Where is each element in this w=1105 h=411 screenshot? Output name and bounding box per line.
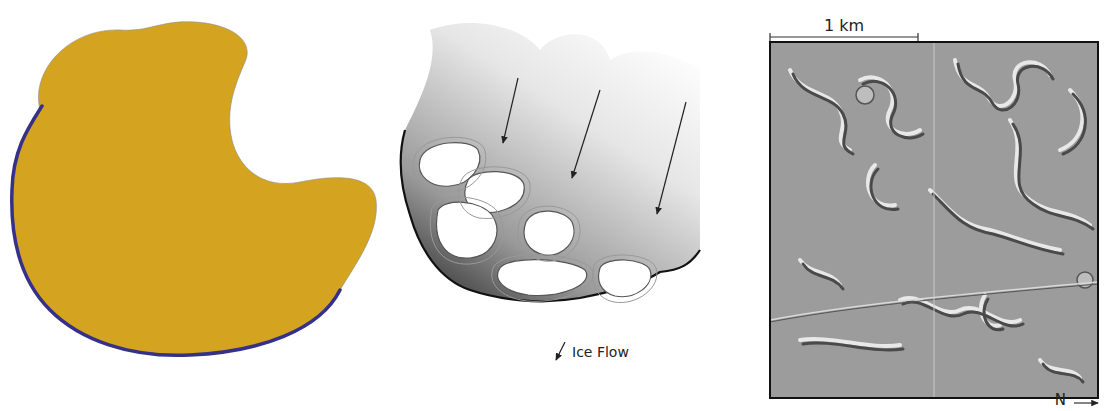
ice-lobe (401, 23, 700, 303)
legend-text: Ice Flow (572, 344, 629, 361)
land-blob (12, 22, 377, 356)
hillshade-map (770, 42, 1098, 398)
north-arrow (1074, 402, 1098, 403)
legend-arrow (556, 342, 565, 360)
scale-label: 1 km (824, 16, 864, 35)
north-label: N (1055, 391, 1066, 409)
ice-flow-arrows (503, 78, 686, 214)
